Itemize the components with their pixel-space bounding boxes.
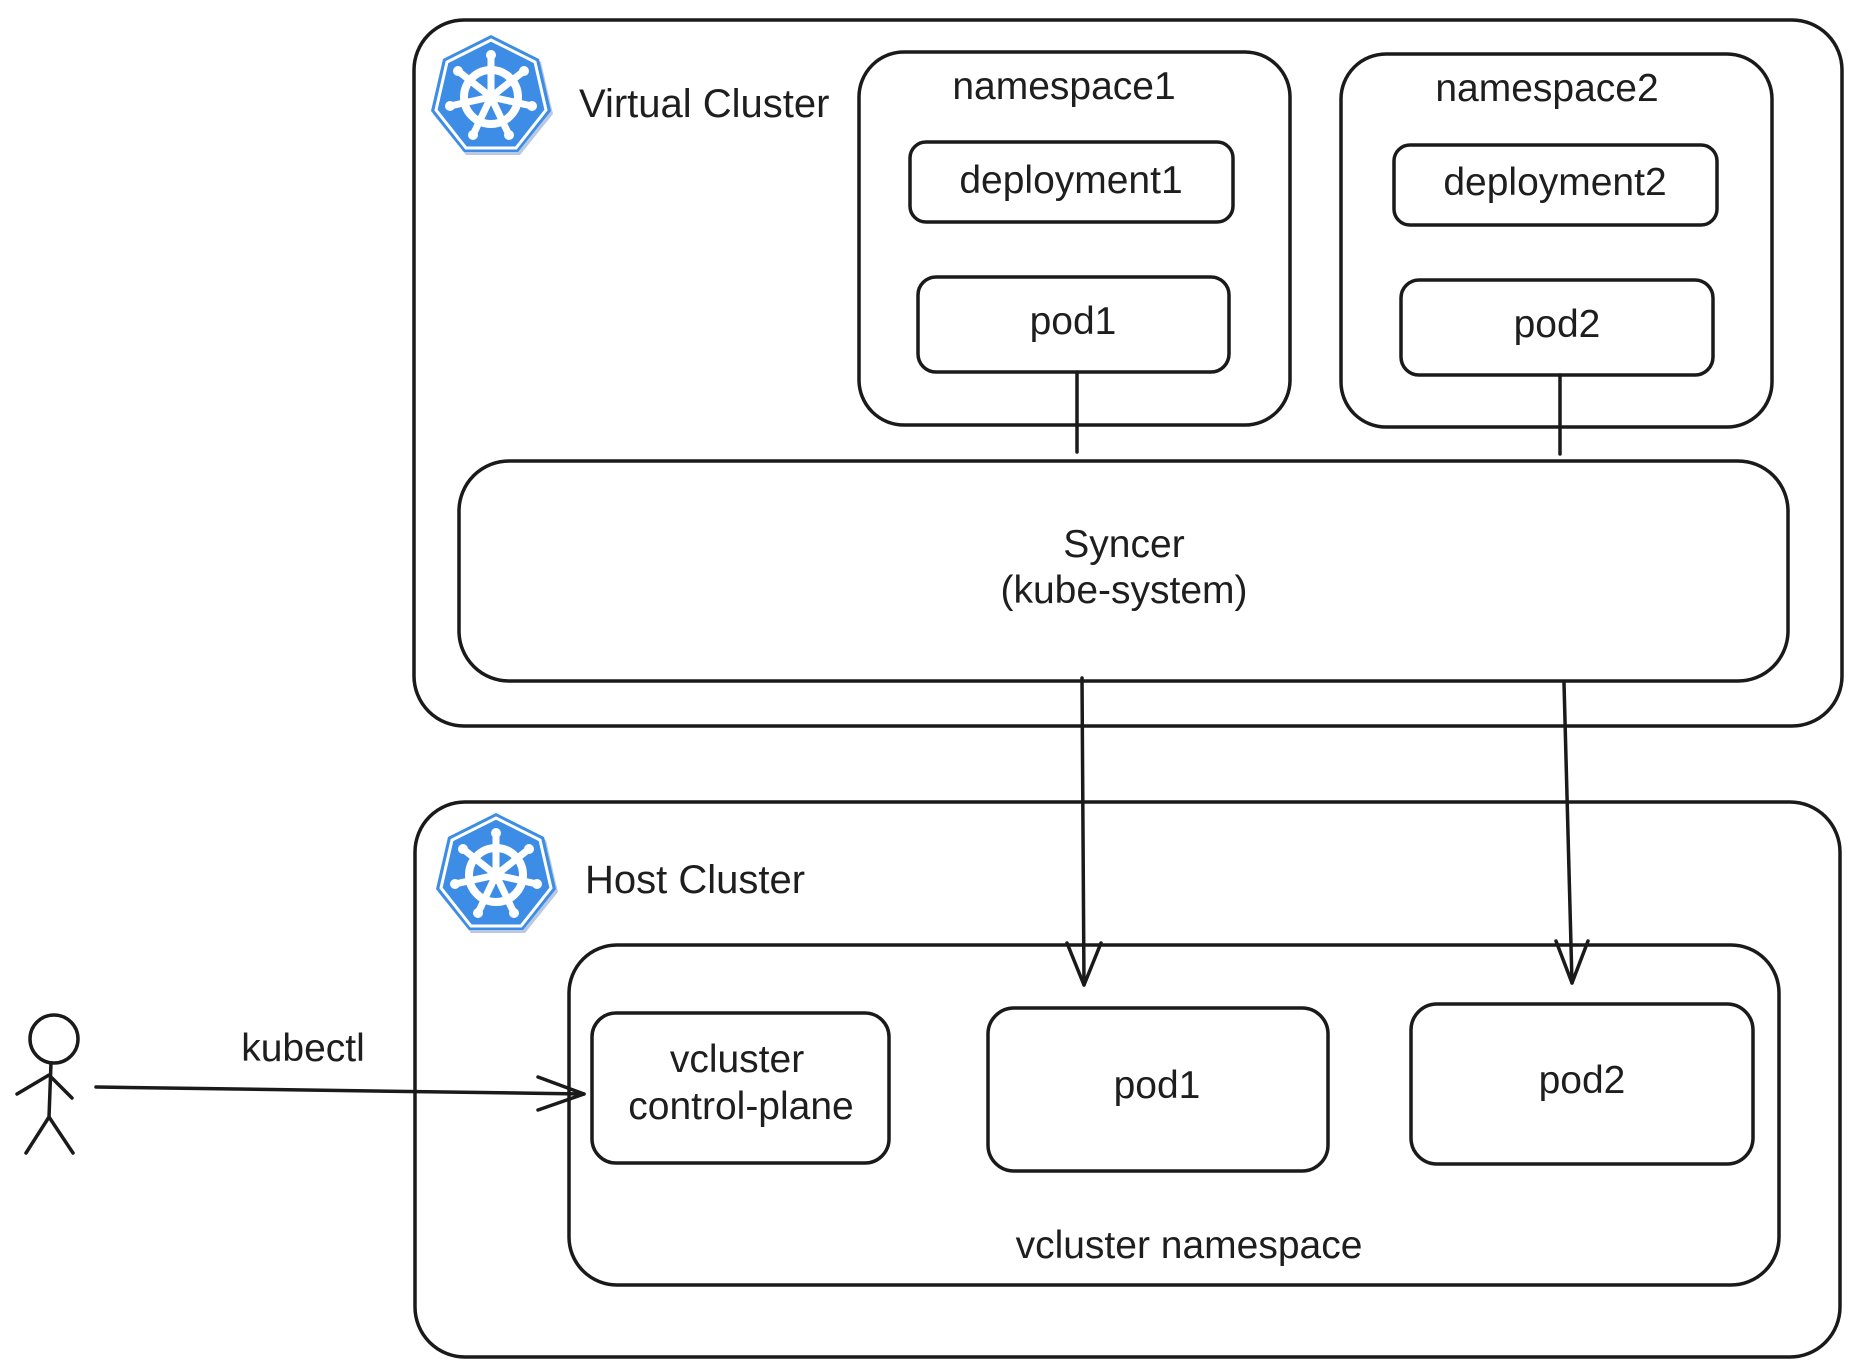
syncer-title: Syncer [1063,523,1184,566]
host-pod2-label: pod2 [1539,1059,1626,1102]
host-pod1-box [986,1006,1330,1173]
vcluster-namespace-label: vcluster namespace [1016,1224,1363,1267]
vc-pod1-label: pod1 [1030,300,1117,343]
deployment2-box [1392,143,1719,227]
syncer-subtitle: (kube-system) [1000,569,1247,612]
vc-pod2-label: pod2 [1514,303,1601,346]
host-pod1-label: pod1 [1114,1064,1201,1107]
deployment1-box [908,140,1235,224]
control-plane-subtitle: control-plane [628,1085,853,1128]
syncer-box [457,459,1790,683]
deployment2-label: deployment2 [1443,161,1666,204]
sync-arrow-pod2 [1554,681,1590,985]
kubectl-label: kubectl [241,1027,365,1070]
host-pod2-box [1409,1002,1755,1166]
namespace2-title: namespace2 [1435,67,1658,110]
sync-arrow-pod1 [1065,676,1103,987]
virtual-cluster-title: Virtual Cluster [579,82,829,126]
user-stick-figure-icon [15,1013,80,1155]
control-plane-box [590,1011,891,1165]
deployment1-label: deployment1 [959,159,1182,202]
kubectl-arrow [94,1075,586,1112]
control-plane-title: vcluster [670,1038,804,1081]
namespace1-title: namespace1 [952,65,1175,108]
vc-pod2-box [1399,278,1715,377]
host-cluster-title: Host Cluster [585,858,805,902]
vc-pod1-box [916,275,1231,374]
